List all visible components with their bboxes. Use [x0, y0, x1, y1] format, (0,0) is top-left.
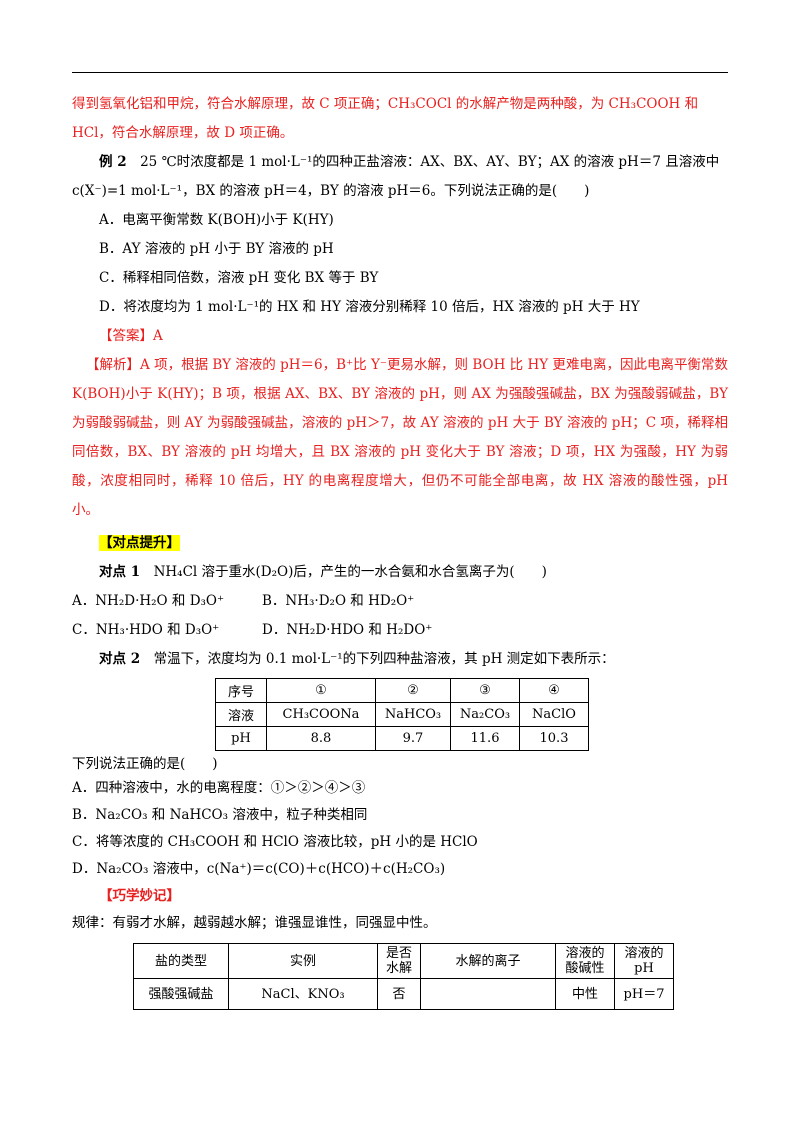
- table-cell: NaCl、KNO₃: [228, 978, 378, 1010]
- practice-1-option-a: A．NH₂D·H₂O 和 D₃O⁺: [72, 593, 225, 609]
- table-cell: 溶液: [215, 702, 267, 727]
- rule-text: 规律：有弱才水解，越弱越水解；谁强显谁性，同强显中性。: [72, 915, 437, 931]
- prev-analysis-line-2: HCl，符合水解原理，故 D 项正确。: [72, 125, 294, 141]
- example-2-option-d: D．将浓度均为 1 mol·L⁻¹的 HX 和 HY 溶液分别稀释 10 倍后，…: [99, 299, 640, 315]
- table-cell: ②: [375, 678, 451, 703]
- table-cell: ④: [519, 678, 589, 703]
- table-cell: NaHCO₃: [375, 702, 451, 727]
- practice-1-options-ab: A．NH₂D·H₂O 和 D₃O⁺ B．NH₃·D₂O 和 HD₂O⁺: [72, 587, 728, 616]
- table-cell: NaClO: [519, 702, 589, 727]
- practice-1-label: 对点 1: [99, 564, 141, 580]
- practice-2-text: 常温下，浓度均为 0.1 mol·L⁻¹的下列四种盐溶液，其 pH 测定如下表所…: [153, 651, 615, 667]
- table-header-row: 盐的类型 实例 是否水解 水解的离子 溶液的酸碱性 溶液的pH: [133, 943, 674, 979]
- practice-2-option-c: C．将等浓度的 CH₃COOH 和 HClO 溶液比较，pH 小的是 HClO: [72, 834, 478, 850]
- example-2-option-b: B．AY 溶液的 pH 小于 BY 溶液的 pH: [99, 241, 334, 257]
- table-cell: [420, 978, 556, 1010]
- section-tips-title: 【巧学妙记】: [99, 888, 180, 904]
- answer: 【答案】A: [99, 328, 163, 344]
- practice-2-option-a: A．四种溶液中，水的电离程度：①＞②＞④＞③: [72, 780, 366, 796]
- header-rule: [72, 72, 728, 73]
- practice-2-question: 下列说法正确的是( ): [72, 756, 218, 772]
- table-header-cell: 实例: [228, 943, 378, 979]
- example-2-option-a: A．电离平衡常数 K(BOH)小于 K(HY): [99, 212, 334, 228]
- example-2-label: 例 2: [99, 154, 127, 170]
- practice-2-option-d: D．Na₂CO₃ 溶液中，c(Na⁺)＝c(CO)＋c(HCO)＋c(H₂CO₃…: [72, 861, 446, 877]
- practice-1-text: NH₄Cl 溶于重水(D₂O)后，产生的一水合氨和水合氢离子为( ): [153, 564, 547, 580]
- practice-2-label: 对点 2: [99, 651, 141, 667]
- table-cell: 中性: [555, 978, 615, 1010]
- table-row: 强酸强碱盐 NaCl、KNO₃ 否 中性 pH＝7: [133, 978, 674, 1010]
- table-header-cell: 是否水解: [377, 943, 421, 979]
- example-2-line-2: c(X⁻)=1 mol·L⁻¹，BX 的溶液 pH＝4，BY 的溶液 pH＝6。…: [72, 183, 590, 199]
- practice-2: 对点 2 常温下，浓度均为 0.1 mol·L⁻¹的下列四种盐溶液，其 pH 测…: [72, 645, 728, 674]
- example-2-text: 25 ℃时浓度都是 1 mol·L⁻¹的四种正盐溶液：AX、BX、AY、BY；A…: [140, 154, 720, 170]
- example-2-option-c: C．稀释相同倍数，溶液 pH 变化 BX 等于 BY: [99, 270, 379, 286]
- table-cell: ③: [450, 678, 520, 703]
- document-body: 得到氢氧化铝和甲烷，符合水解原理，故 C 项正确；CH₃COCl 的水解产物是两…: [72, 90, 728, 1010]
- table-header-cell: 溶液的酸碱性: [555, 943, 615, 979]
- table-cell: Na₂CO₃: [450, 702, 520, 727]
- table-cell: ①: [266, 678, 376, 703]
- practice-1-option-c: C．NH₃·HDO 和 D₃O⁺: [72, 622, 220, 638]
- section-practice: 【对点提升】: [72, 529, 728, 558]
- ph-table: 序号 ① ② ③ ④ 溶液 CH₃COONa NaHCO₃ Na₂CO₃ NaC…: [215, 678, 589, 751]
- table-cell: pH: [215, 726, 267, 751]
- prev-analysis-line-1: 得到氢氧化铝和甲烷，符合水解原理，故 C 项正确；CH₃COCl 的水解产物是两…: [72, 96, 699, 112]
- table-cell: 强酸强碱盐: [133, 978, 229, 1010]
- table-header-cell: 盐的类型: [133, 943, 229, 979]
- table-cell: 9.7: [375, 726, 451, 751]
- table-cell: 序号: [215, 678, 267, 703]
- table-header-cell: 溶液的pH: [614, 943, 674, 979]
- table-header-cell: 水解的离子: [420, 943, 556, 979]
- table-cell: 10.3: [519, 726, 589, 751]
- table-row: 序号 ① ② ③ ④: [215, 678, 589, 703]
- practice-1-option-b: B．NH₃·D₂O 和 HD₂O⁺: [262, 593, 415, 609]
- table-cell: pH＝7: [614, 978, 674, 1010]
- table-row: 溶液 CH₃COONa NaHCO₃ Na₂CO₃ NaClO: [215, 702, 589, 727]
- section-practice-title: 【对点提升】: [99, 535, 180, 551]
- table-cell: CH₃COONa: [266, 702, 376, 727]
- practice-1-option-d: D．NH₂D·HDO 和 H₂DO⁺: [262, 622, 433, 638]
- table-cell: 11.6: [450, 726, 520, 751]
- table-cell: 否: [377, 978, 421, 1010]
- table-row: pH 8.8 9.7 11.6 10.3: [215, 726, 589, 751]
- practice-1: 对点 1 NH₄Cl 溶于重水(D₂O)后，产生的一水合氨和水合氢离子为( ): [72, 558, 728, 587]
- practice-2-option-b: B．Na₂CO₃ 和 NaHCO₃ 溶液中，粒子种类相同: [72, 807, 368, 823]
- example-2-line-1: 例 2 25 ℃时浓度都是 1 mol·L⁻¹的四种正盐溶液：AX、BX、AY、…: [72, 148, 728, 177]
- table-cell: 8.8: [266, 726, 376, 751]
- analysis: 【解析】A 项，根据 BY 溶液的 pH＝6，B⁺比 Y⁻更易水解，则 BOH …: [72, 357, 728, 518]
- salt-hydrolysis-table: 盐的类型 实例 是否水解 水解的离子 溶液的酸碱性 溶液的pH 强酸强碱盐 Na…: [133, 943, 674, 1010]
- practice-1-options-cd: C．NH₃·HDO 和 D₃O⁺ D．NH₂D·HDO 和 H₂DO⁺: [72, 616, 728, 645]
